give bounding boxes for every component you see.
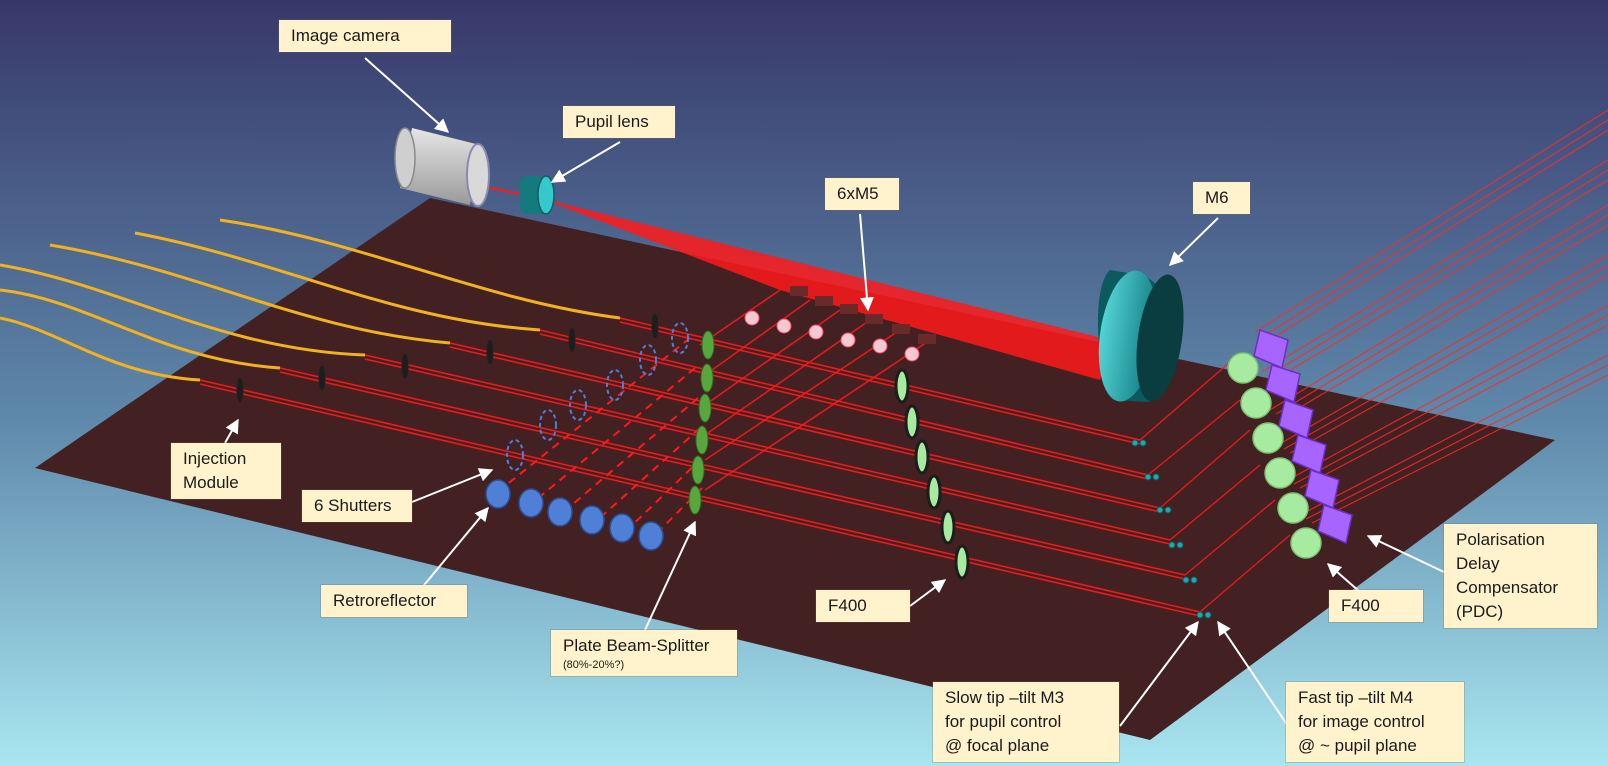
beam-splitter-plates [688,330,715,515]
retroreflector-beams [499,337,703,541]
slow-tip-tilt-label: Slow tip –tilt M3 for pupil control @ fo… [933,682,1119,762]
pdc-line-4: (PDC) [1456,602,1504,621]
slow-tip-tilt-line-3: @ focal plane [945,736,1050,755]
pdc-line-1: Polarisation [1456,530,1545,549]
prism-icon [1253,329,1353,545]
injection-module-line-2: Module [183,473,239,492]
lens-icon [520,175,555,215]
injection-module-label: Injection Module [171,443,281,499]
f400-left-lenses [894,368,970,580]
m6-label: M6 [1193,182,1250,214]
retroreflector-label: Retroreflector [321,585,467,617]
plate-beam-splitter-title: Plate Beam-Splitter [563,636,710,655]
f400-right-label: F400 [1329,590,1423,622]
pupil-lens-beam [540,198,1110,380]
cylinder-camera-icon [394,127,490,207]
image-camera-label: Image camera [279,20,451,52]
shutters-label: 6 Shutters [302,490,412,522]
m5-label: 6xM5 [825,178,899,210]
tip-tilt-mirrors [1131,439,1212,619]
callout-arrows [224,57,1445,727]
f400-left-label: F400 [816,590,910,622]
fiber-lenses [236,313,659,403]
slow-tip-tilt-line-1: Slow tip –tilt M3 [945,688,1065,707]
plate-beam-splitter-ratio: (80%-20%?) [563,659,625,671]
pdc-line-3: Compensator [1456,578,1559,597]
f400-right-lenses [1227,352,1322,559]
mirror-icon [1097,270,1184,402]
shutters [506,322,689,471]
fast-tip-tilt-label: Fast tip –tilt M4 for image control @ ~ … [1286,682,1464,762]
plate-beam-splitter-label: Plate Beam-Splitter (80%-20%?) [551,630,737,676]
slow-tip-tilt-line-2: for pupil control [945,712,1062,731]
m5-mirrors [744,286,936,362]
injection-module-line-1: Injection [183,449,247,468]
pupil-beams [699,289,931,491]
optical-bench [35,198,1555,740]
fast-tip-tilt-line-2: for image control [1298,712,1425,731]
fast-tip-tilt-line-1: Fast tip –tilt M4 [1298,688,1414,707]
injection-fibers [0,218,621,382]
m3-to-f400-beams [1139,361,1291,613]
pupil-lens-label: Pupil lens [563,106,675,138]
output-beams [1254,109,1608,524]
retroreflector-icon [485,479,664,551]
pdc-line-2: Delay [1456,554,1500,573]
fast-tip-tilt-line-3: @ ~ pupil plane [1298,736,1417,755]
pdc-label: Polarisation Delay Compensator (PDC) [1444,524,1597,628]
